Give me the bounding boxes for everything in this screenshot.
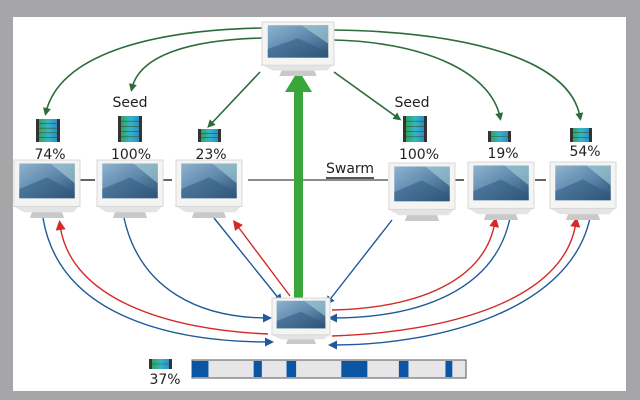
screen-facet (267, 38, 329, 58)
computer-base (95, 205, 163, 213)
screen-facet (394, 180, 450, 202)
peer-6-video-file-icon (570, 128, 592, 142)
peer-4-seed-label: Seed (394, 95, 430, 111)
film-body (36, 119, 60, 142)
peer-5-computer-icon (466, 161, 535, 220)
download-arrow (325, 219, 393, 306)
film-body (403, 116, 427, 142)
peer-upload-arrow (331, 217, 500, 311)
peer-4-computer-icon (387, 162, 456, 221)
swarm-label: Swarm (326, 161, 375, 179)
upload-arrow-head (285, 70, 312, 92)
peer-1-percent: 74% (34, 147, 66, 163)
screen-facet (276, 311, 326, 329)
seed-arrow (207, 71, 261, 128)
computer-base (12, 205, 80, 213)
peer-2-video-file-icon (118, 116, 142, 142)
peer-upload-arrow (55, 220, 269, 335)
peer-upload-arrows (55, 217, 581, 337)
film-sprocket (589, 128, 592, 142)
tracker-computer-icon (260, 21, 335, 76)
film-sprocket (149, 359, 152, 369)
peer-1-video-file-icon (36, 119, 60, 142)
computer-base (387, 208, 455, 216)
film-body (570, 128, 592, 142)
peer-upload-arrow (233, 220, 291, 297)
peer-1-computer-icon (12, 159, 81, 218)
peer-5-video-file-icon (488, 131, 511, 142)
film-sprocket (57, 119, 60, 142)
progress-piece (398, 361, 409, 377)
screen-facet (212, 163, 237, 184)
screen-facet (181, 177, 237, 199)
screen-facet (50, 163, 75, 184)
client-computer-icon (270, 297, 331, 344)
download-arrow (123, 217, 272, 323)
peer-2-computer-icon (95, 159, 164, 218)
film-sprocket (570, 128, 573, 142)
seed-arrows (43, 27, 584, 128)
seed-arrow (333, 39, 504, 121)
screen-facet (425, 166, 450, 187)
peer-3-video-file-icon (198, 129, 221, 142)
film-sprocket (118, 116, 121, 142)
computer-base (548, 207, 616, 215)
peer-6-computer-icon (548, 161, 617, 220)
seed-arrow (43, 27, 263, 116)
peer-4-video-file-icon (403, 116, 427, 142)
computer-base (174, 205, 242, 213)
client-video-file-icon (149, 359, 172, 369)
upload-arrow (285, 70, 312, 298)
progress-piece (445, 361, 453, 377)
download-arrow (328, 217, 591, 350)
peer-6-percent: 54% (569, 144, 601, 160)
client-progress-bar (191, 359, 467, 379)
computer-base (466, 207, 534, 215)
progress-piece (192, 361, 209, 377)
film-body (198, 129, 221, 142)
peer-4-percent: 100% (398, 147, 440, 163)
computer-base (260, 64, 334, 71)
screen-facet (303, 300, 326, 317)
film-sprocket (139, 116, 142, 142)
screen-facet (19, 177, 75, 199)
peer-5-percent: 19% (487, 146, 519, 162)
progress-track (191, 359, 467, 379)
film-sprocket (169, 359, 172, 369)
peer-2-seed-label: Seed (112, 95, 148, 111)
download-arrow (42, 217, 274, 347)
screen-facet (473, 179, 529, 201)
peer-3-percent: 23% (195, 147, 227, 163)
progress-piece (253, 361, 262, 377)
film-sprocket (424, 116, 427, 142)
seed-arrow (333, 29, 584, 121)
seed-arrow (129, 37, 263, 92)
progress-piece (286, 361, 297, 377)
screen-facet (555, 179, 611, 201)
seed-arrow (333, 71, 402, 121)
download-arrow (213, 217, 283, 304)
screen-facet (102, 177, 158, 199)
peer-upload-arrow (331, 217, 581, 337)
film-sprocket (403, 116, 406, 142)
screen-facet (301, 25, 329, 44)
film-sprocket (198, 129, 201, 142)
film-sprocket (488, 131, 491, 142)
film-body (118, 116, 142, 142)
file-icons (36, 116, 592, 369)
film-sprocket (218, 129, 221, 142)
progress-piece (341, 361, 368, 377)
film-sprocket (36, 119, 39, 142)
screen-facet (586, 165, 611, 186)
peer-2-percent: 100% (110, 147, 152, 163)
upload-arrow-shaft (294, 90, 303, 298)
screen-facet (504, 165, 529, 186)
client-percent: 37% (149, 372, 181, 388)
computers (12, 21, 617, 344)
film-sprocket (508, 131, 511, 142)
download-arrow (328, 217, 511, 323)
screen-facet (133, 163, 158, 184)
download-arrows (42, 217, 591, 350)
peer-3-computer-icon (174, 159, 243, 218)
